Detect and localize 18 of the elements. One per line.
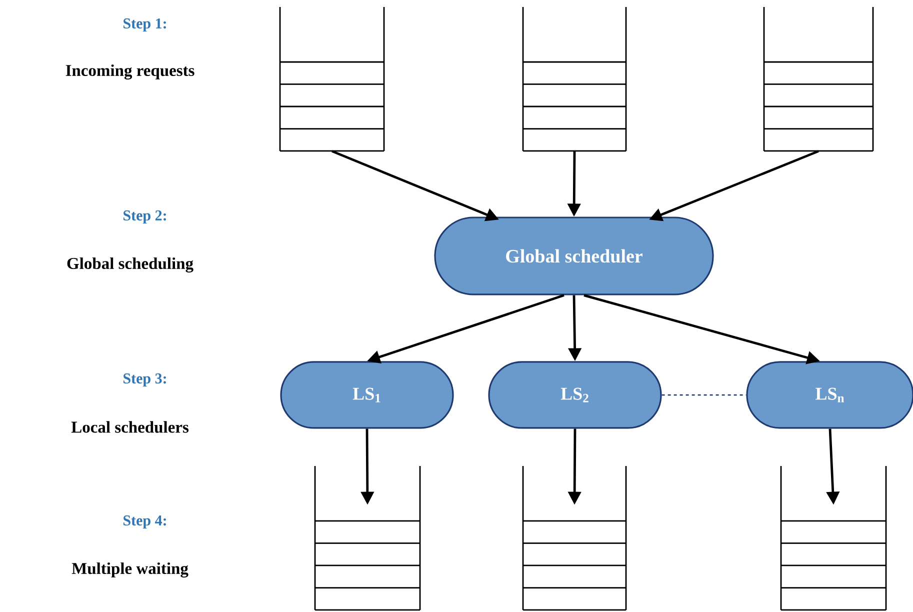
step-label: Step 4: xyxy=(124,515,166,529)
stage-label: Global scheduling xyxy=(67,257,194,273)
queue-drawing xyxy=(522,6,627,152)
step-label: Step 3: xyxy=(124,373,166,387)
step-label: Step 1: xyxy=(124,18,166,32)
stage-label: Multiple waiting xyxy=(72,562,188,578)
scheduler-box: LS$_{2}$ xyxy=(488,361,662,429)
queue-drawing xyxy=(763,6,874,152)
step-label: Step 2: xyxy=(124,210,166,224)
stage-label: Local schedulers xyxy=(71,421,188,433)
scheduler-box: LS$_{1}$ xyxy=(280,361,454,429)
stage-label: Incoming requests xyxy=(66,64,194,80)
queue-drawing xyxy=(314,465,421,611)
queue-drawing xyxy=(522,465,627,611)
scheduler-box: Global scheduler xyxy=(434,216,714,296)
queue-drawing xyxy=(279,6,385,152)
queue-drawing xyxy=(780,465,887,611)
scheduler-box: LS$_{n}$ xyxy=(746,361,913,429)
